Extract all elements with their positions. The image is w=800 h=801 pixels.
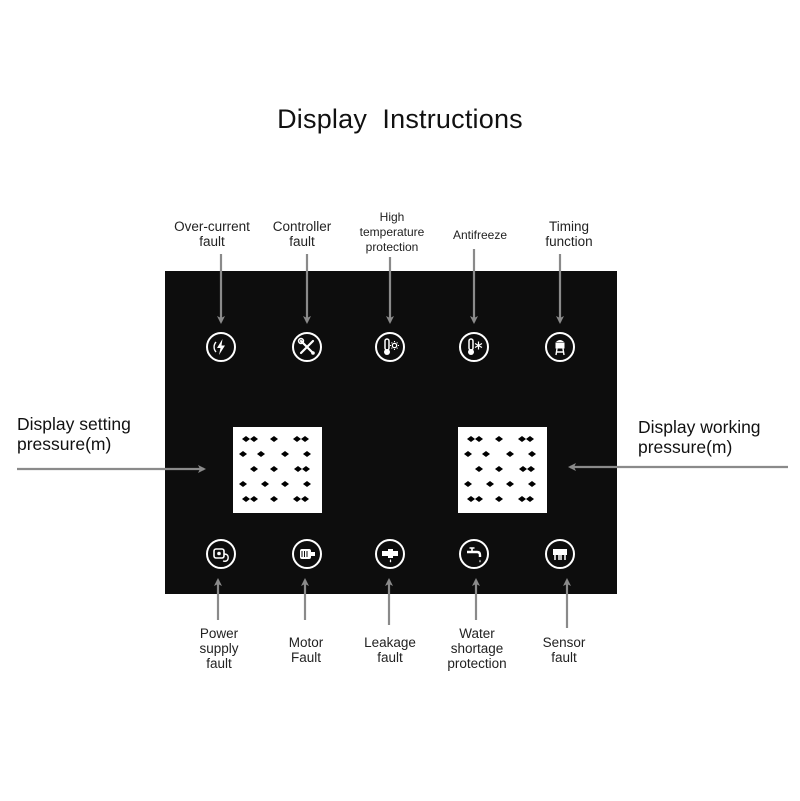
label-timing-function: Timing function	[545, 219, 593, 249]
power-plug-icon	[206, 539, 236, 569]
label-high-temperature-protection: High temperature protection	[359, 210, 425, 254]
seven-segment-digits-left	[239, 436, 311, 502]
wrench-screwdriver-icon	[292, 332, 322, 362]
label-over-current-fault: Over-current fault	[174, 219, 250, 249]
page-title: Display Instructions	[277, 104, 523, 134]
faucet-icon	[459, 539, 489, 569]
label-display-working-pressure: Display working pressure(m)	[638, 417, 761, 457]
motor-icon	[292, 539, 322, 569]
seven-segment-digits-right	[464, 436, 536, 502]
thermometer-snowflake-icon	[459, 332, 489, 362]
pipe-leak-icon	[375, 539, 405, 569]
label-display-setting-pressure: Display setting pressure(m)	[17, 414, 131, 454]
label-sensor-fault: Sensor fault	[542, 635, 586, 665]
water-tower-icon	[545, 332, 575, 362]
working-pressure-display	[458, 427, 547, 513]
label-motor-fault: Motor Fault	[288, 635, 324, 665]
label-leakage-fault: Leakage fault	[364, 635, 416, 665]
setting-pressure-display	[233, 427, 322, 513]
lightning-icon	[206, 332, 236, 362]
sensor-icon	[545, 539, 575, 569]
label-power-supply-fault: Power supply fault	[199, 626, 239, 671]
thermometer-sun-icon	[375, 332, 405, 362]
label-water-shortage-protection: Water shortage protection	[447, 626, 507, 671]
label-controller-fault: Controller fault	[272, 219, 332, 249]
label-antifreeze: Antifreeze	[452, 228, 508, 242]
